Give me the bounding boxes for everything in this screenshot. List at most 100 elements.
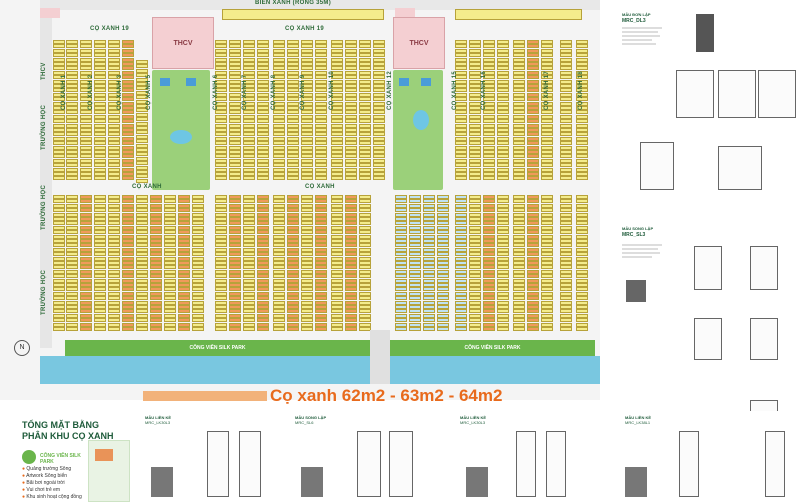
silk-park-strip-a: CÔNG VIÊN SILK PARK bbox=[65, 340, 370, 356]
lot-parcel bbox=[359, 84, 371, 88]
lot-parcel bbox=[497, 287, 509, 292]
lot-parcel bbox=[136, 77, 148, 82]
lot-parcel bbox=[122, 123, 134, 128]
lot-parcel bbox=[373, 70, 385, 75]
lot-parcel bbox=[469, 287, 481, 292]
lot-parcel bbox=[541, 230, 553, 235]
lot-parcel bbox=[94, 305, 106, 309]
lot-parcel bbox=[136, 261, 148, 265]
lot-parcel bbox=[66, 62, 78, 66]
lot-parcel bbox=[53, 57, 65, 62]
card-code: MRC_LK30L3 bbox=[145, 420, 171, 425]
lot-parcel bbox=[541, 309, 553, 314]
lot-parcel bbox=[136, 108, 148, 113]
lot-parcel bbox=[331, 53, 343, 58]
lot-parcel bbox=[215, 283, 227, 287]
lot-column bbox=[483, 195, 495, 335]
lot-parcel bbox=[301, 234, 313, 239]
lot-parcel bbox=[437, 309, 449, 314]
lot-parcel bbox=[483, 57, 495, 62]
lot-parcel bbox=[301, 66, 313, 71]
lot-parcel bbox=[395, 247, 407, 252]
lot-parcel bbox=[257, 287, 269, 292]
lot-parcel bbox=[541, 57, 553, 62]
lot-parcel bbox=[257, 265, 269, 270]
lot-parcel bbox=[94, 92, 106, 97]
lot-parcel bbox=[273, 195, 285, 199]
lot-parcel bbox=[359, 269, 371, 274]
lot-parcel bbox=[243, 128, 255, 132]
lot-parcel bbox=[136, 64, 148, 69]
lot-parcel bbox=[345, 97, 357, 102]
lot-parcel bbox=[257, 172, 269, 176]
lot-parcel bbox=[53, 163, 65, 168]
lot-parcel bbox=[108, 195, 120, 199]
lot-parcel bbox=[229, 136, 241, 141]
lot-parcel bbox=[53, 123, 65, 128]
lot-column bbox=[53, 40, 65, 185]
lot-parcel bbox=[513, 296, 525, 301]
lot-parcel bbox=[576, 309, 588, 314]
lot-parcel bbox=[229, 313, 241, 318]
lot-parcel bbox=[560, 296, 572, 301]
lot-parcel bbox=[331, 256, 343, 261]
lot-parcel bbox=[345, 239, 357, 243]
lot-parcel bbox=[527, 57, 539, 62]
lot-column bbox=[66, 40, 78, 185]
lot-parcel bbox=[359, 243, 371, 248]
model-top-code: MRC_DL3 bbox=[622, 18, 646, 24]
lot-parcel bbox=[497, 62, 509, 66]
lot-parcel bbox=[229, 123, 241, 128]
lot-parcel bbox=[527, 158, 539, 163]
lot-parcel bbox=[560, 278, 572, 283]
lot-parcel bbox=[229, 84, 241, 88]
model-top-thumb bbox=[696, 14, 714, 52]
lot-parcel bbox=[345, 199, 357, 204]
lot-parcel bbox=[423, 327, 435, 331]
lot-parcel bbox=[576, 318, 588, 323]
lot-parcel bbox=[108, 119, 120, 124]
lot-parcel bbox=[560, 128, 572, 132]
lot-parcel bbox=[331, 84, 343, 88]
lot-parcel bbox=[409, 278, 421, 283]
lot-parcel bbox=[315, 203, 327, 208]
lot-parcel bbox=[497, 150, 509, 154]
lot-parcel bbox=[108, 217, 120, 221]
lot-parcel bbox=[345, 296, 357, 301]
lot-parcel bbox=[257, 221, 269, 226]
lot-parcel bbox=[409, 199, 421, 204]
lot-parcel bbox=[497, 44, 509, 49]
lot-column bbox=[527, 40, 539, 185]
lot-parcel bbox=[136, 86, 148, 91]
lot-parcel bbox=[359, 40, 371, 44]
lot-parcel bbox=[53, 62, 65, 66]
lot-parcel bbox=[301, 327, 313, 331]
lot-column bbox=[215, 40, 227, 185]
lot-parcel bbox=[301, 313, 313, 318]
lot-parcel bbox=[373, 123, 385, 128]
legend-item: ● Artwork Sông biển bbox=[22, 473, 68, 479]
lot-parcel bbox=[373, 132, 385, 137]
lot-parcel bbox=[483, 327, 495, 331]
lot-parcel bbox=[527, 208, 539, 213]
lot-parcel bbox=[513, 123, 525, 128]
lot-parcel bbox=[359, 176, 371, 181]
lot-parcel bbox=[178, 322, 190, 327]
lot-parcel bbox=[513, 195, 525, 199]
lot-parcel bbox=[301, 53, 313, 58]
lot-parcel bbox=[66, 132, 78, 137]
lot-parcel bbox=[229, 66, 241, 71]
lot-parcel bbox=[359, 97, 371, 102]
lot-parcel bbox=[560, 261, 572, 265]
lot-parcel bbox=[455, 110, 467, 115]
lot-parcel bbox=[287, 119, 299, 124]
lot-parcel bbox=[576, 221, 588, 226]
lot-parcel bbox=[483, 322, 495, 327]
lot-column bbox=[122, 40, 134, 185]
lot-parcel bbox=[53, 221, 65, 226]
lot-parcel bbox=[469, 203, 481, 208]
lot-parcel bbox=[136, 291, 148, 296]
lot-parcel bbox=[576, 48, 588, 53]
lot-parcel bbox=[164, 265, 176, 270]
lot-parcel bbox=[331, 141, 343, 146]
